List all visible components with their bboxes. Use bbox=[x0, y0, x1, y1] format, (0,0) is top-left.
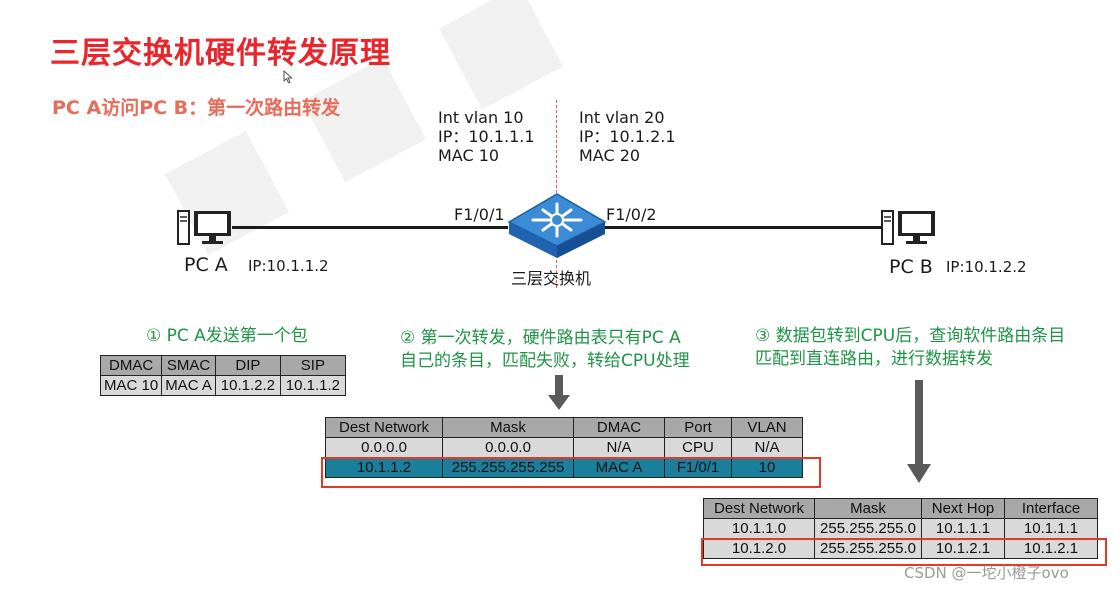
packet-header-dip: DIP bbox=[214, 355, 281, 376]
vlan20-mac: MAC 20 bbox=[579, 146, 641, 165]
sw-header-interface: Interface bbox=[1004, 498, 1098, 519]
software-route-table: Dest Network Mask Next Hop Interface 10.… bbox=[703, 498, 1098, 559]
arrow-down-icon bbox=[548, 375, 570, 410]
mouse-cursor-icon bbox=[283, 70, 293, 84]
packet-cell: MAC A bbox=[161, 375, 216, 396]
sw-header-mask: Mask bbox=[814, 498, 922, 519]
pc-b-label: PC B bbox=[889, 256, 933, 278]
hw-header-dest: Dest Network bbox=[325, 417, 443, 438]
table-row: 10.1.1.2 255.255.255.255 MAC A F1/0/1 10 bbox=[325, 457, 803, 478]
sw-row-highlight bbox=[701, 538, 1107, 566]
step3-line1: ③ 数据包转到CPU后，查询软件路由条目 bbox=[755, 326, 1066, 346]
hw-cell: N/A bbox=[573, 437, 665, 458]
pc-a-label: PC A bbox=[184, 254, 228, 276]
page-subtitle: PC A访问PC B：第一次路由转发 bbox=[52, 97, 341, 119]
step2-line2: 自己的条目，匹配失败，转给CPU处理 bbox=[400, 351, 690, 371]
hw-header-dmac: DMAC bbox=[573, 417, 665, 438]
hw-header-port: Port bbox=[664, 417, 732, 438]
sw-cell: 10.1.2.1 bbox=[921, 538, 1005, 559]
packet-cell: 10.1.1.2 bbox=[279, 375, 346, 396]
vlan10-ip: IP：10.1.1.1 bbox=[438, 127, 535, 146]
step3-text: ③ 数据包转到CPU后，查询软件路由条目 匹配到直连路由，进行数据转发 bbox=[755, 325, 1065, 371]
sw-cell: 10.1.1.0 bbox=[703, 518, 815, 539]
pc-a-ip: IP:10.1.1.2 bbox=[248, 257, 329, 275]
link-switch-to-pcb bbox=[604, 226, 886, 229]
switch-label: 三层交换机 bbox=[511, 269, 592, 288]
hw-cell: 0.0.0.0 bbox=[442, 437, 574, 458]
hw-row-highlight bbox=[321, 457, 821, 488]
sw-cell: 10.1.1.1 bbox=[1004, 518, 1098, 539]
packet-header-sip: SIP bbox=[279, 355, 346, 376]
arrow-down-icon bbox=[907, 380, 931, 483]
packet-header-dmac: DMAC bbox=[99, 355, 163, 376]
sw-header-nexthop: Next Hop bbox=[921, 498, 1005, 519]
table-row: 10.1.2.0 255.255.255.0 10.1.2.1 10.1.2.1 bbox=[703, 538, 1098, 559]
vlan10-info: Int vlan 10 IP：10.1.1.1 MAC 10 bbox=[438, 108, 535, 165]
sw-cell: 255.255.255.0 bbox=[814, 538, 922, 559]
footer-credit: CSDN @一坨小橙子ovo bbox=[904, 564, 1069, 582]
link-pca-to-switch bbox=[232, 226, 508, 229]
hardware-route-table: Dest Network Mask DMAC Port VLAN 0.0.0.0… bbox=[325, 417, 803, 478]
layer3-switch-icon: SWITCH bbox=[507, 193, 607, 260]
table-row: 10.1.1.0 255.255.255.0 10.1.1.1 10.1.1.1 bbox=[703, 518, 1098, 539]
vlan10-mac: MAC 10 bbox=[438, 146, 500, 165]
hw-header-mask: Mask bbox=[442, 417, 574, 438]
pc-b-icon bbox=[881, 210, 935, 245]
pc-b-ip: IP:10.1.2.2 bbox=[946, 258, 1027, 276]
vlan20-ip: IP：10.1.2.1 bbox=[579, 127, 676, 146]
hw-header-vlan: VLAN bbox=[731, 417, 803, 438]
vlan20-name: Int vlan 20 bbox=[579, 108, 665, 127]
step1-text: ① PC A发送第一个包 bbox=[146, 326, 308, 346]
port-right-label: F1/0/2 bbox=[606, 205, 657, 224]
hw-cell: 0.0.0.0 bbox=[325, 437, 443, 458]
port-left-label: F1/0/1 bbox=[454, 205, 505, 224]
packet-header-smac: SMAC bbox=[161, 355, 216, 376]
table-row: MAC 10 MAC A 10.1.2.2 10.1.1.2 bbox=[99, 375, 346, 396]
hw-cell: CPU bbox=[664, 437, 732, 458]
table-row: 0.0.0.0 0.0.0.0 N/A CPU N/A bbox=[325, 437, 803, 458]
hw-cell: 10 bbox=[731, 457, 803, 478]
sw-header-dest: Dest Network bbox=[703, 498, 815, 519]
hw-cell: N/A bbox=[731, 437, 803, 458]
step2-line1: ② 第一次转发，硬件路由表只有PC A bbox=[400, 328, 681, 348]
step3-line2: 匹配到直连路由，进行数据转发 bbox=[755, 349, 993, 369]
hw-cell: F1/0/1 bbox=[664, 457, 732, 478]
packet-table: DMAC SMAC DIP SIP MAC 10 MAC A 10.1.2.2 … bbox=[99, 355, 346, 396]
step2-text: ② 第一次转发，硬件路由表只有PC A 自己的条目，匹配失败，转给CPU处理 bbox=[400, 327, 690, 373]
packet-cell: 10.1.2.2 bbox=[214, 375, 281, 396]
hw-cell: 10.1.1.2 bbox=[325, 457, 443, 478]
pc-a-icon bbox=[177, 210, 231, 245]
sw-cell: 10.1.1.1 bbox=[921, 518, 1005, 539]
sw-cell: 10.1.2.0 bbox=[703, 538, 815, 559]
sw-cell: 255.255.255.0 bbox=[814, 518, 922, 539]
vlan20-info: Int vlan 20 IP：10.1.2.1 MAC 20 bbox=[579, 108, 676, 165]
hw-cell: 255.255.255.255 bbox=[442, 457, 574, 478]
packet-cell: MAC 10 bbox=[99, 375, 163, 396]
page-title: 三层交换机硬件转发原理 bbox=[50, 36, 391, 71]
vlan10-name: Int vlan 10 bbox=[438, 108, 524, 127]
